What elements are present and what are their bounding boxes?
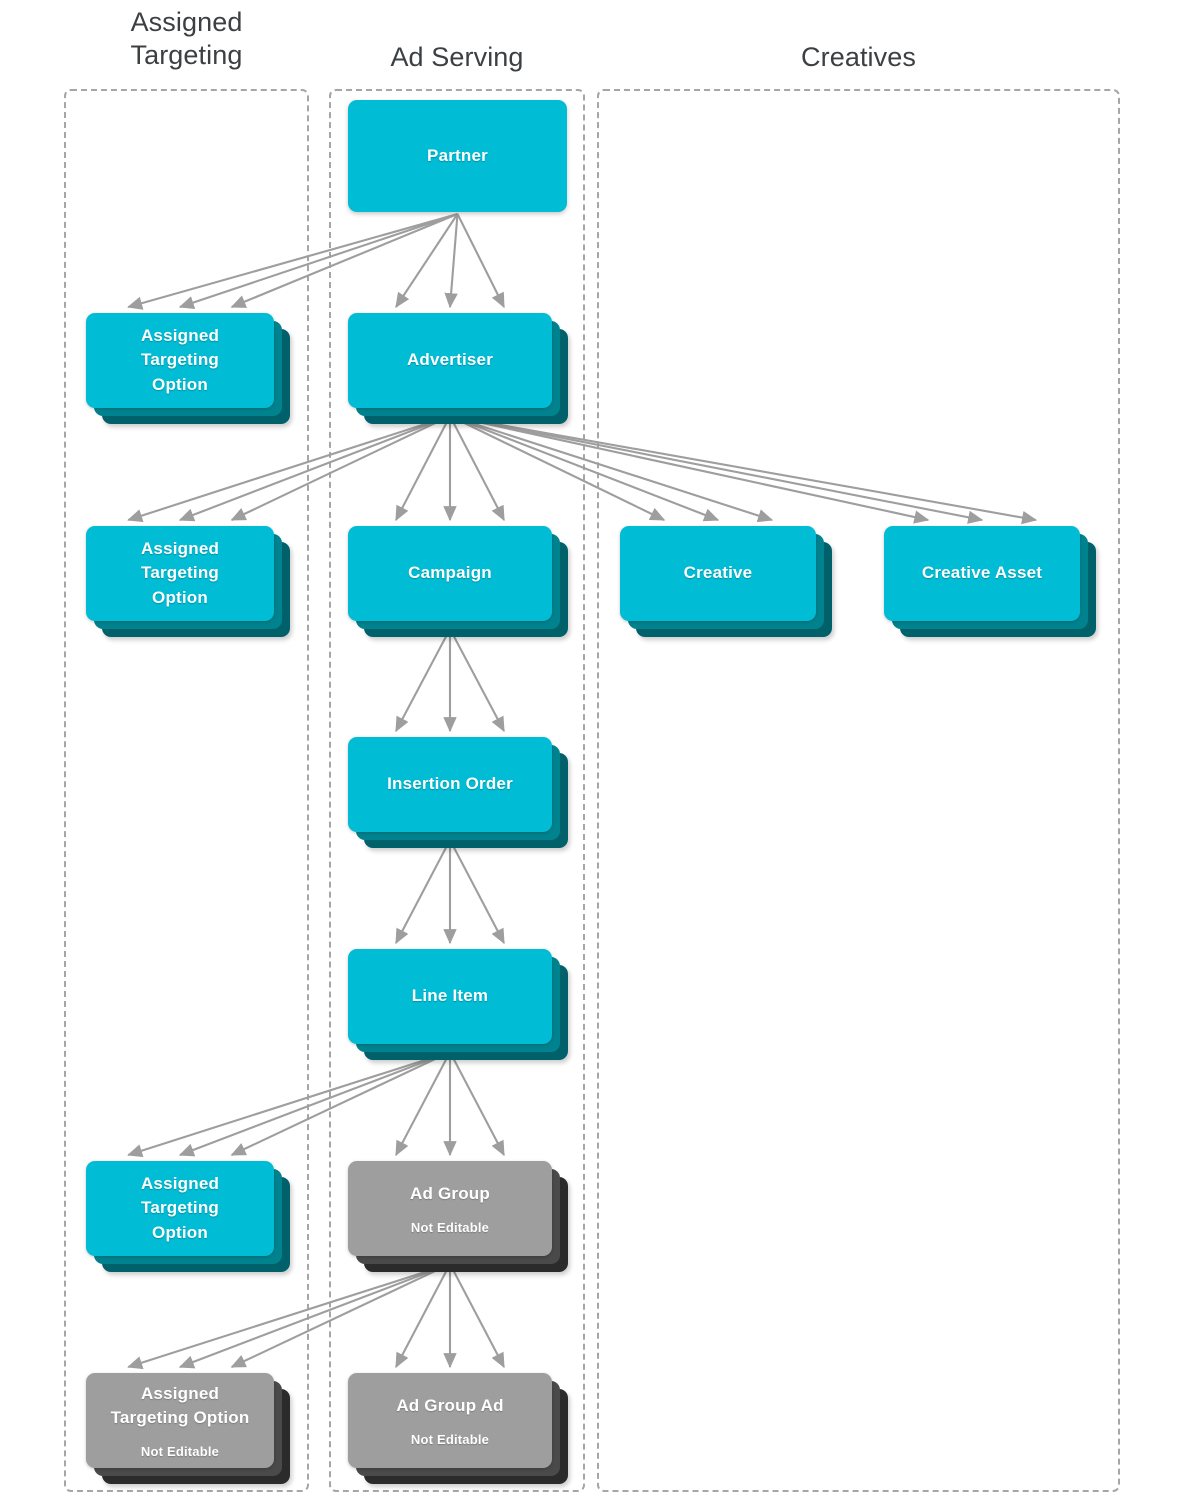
- edge-ad-group-to-ad-group-ad: [395, 1263, 451, 1369]
- node-creative-asset[interactable]: Creative Asset: [884, 526, 1096, 637]
- edge-advertiser-to-ato-advertiser: [178, 415, 451, 522]
- node-layer-front: [348, 313, 552, 408]
- node-label-wrap: Creative Asset: [884, 526, 1080, 621]
- column-title-line-2: Targeting: [130, 39, 243, 70]
- node-layer-front: [348, 1373, 552, 1468]
- node-layer-front: [348, 949, 552, 1044]
- edge-partner-to-ato-partner: [178, 213, 458, 309]
- node-label-wrap: Advertiser: [348, 313, 552, 408]
- edge-insertion-order-to-line-item: [449, 839, 505, 945]
- node-subtitle: Not Editable: [410, 1219, 490, 1235]
- node-title: Ad Group: [410, 1183, 490, 1203]
- edge-ad-group-to-ato-ad-group: [230, 1263, 451, 1368]
- edge-advertiser-to-creative: [449, 415, 720, 522]
- column-title-line-1: Assigned: [130, 7, 243, 37]
- node-layer-front: [348, 737, 552, 832]
- node-layer-front: [348, 526, 552, 621]
- node-insertion-order[interactable]: Insertion Order: [348, 737, 568, 848]
- edge-line-item-to-ato-line-item: [178, 1051, 451, 1157]
- column-frame-creatives: [597, 89, 1120, 1492]
- node-layer-front: [620, 526, 816, 621]
- edge-line-item-to-ato-line-item: [127, 1051, 451, 1158]
- node-creative[interactable]: Creative: [620, 526, 832, 637]
- node-title: Partner: [427, 145, 488, 165]
- edge-partner-to-advertiser: [395, 213, 459, 309]
- node-label-wrap: Line Item: [348, 949, 552, 1044]
- edge-line-item-to-ad-group: [449, 1051, 505, 1157]
- edge-campaign-to-insertion-order: [395, 628, 451, 733]
- edge-advertiser-to-creative-asset: [449, 414, 1038, 525]
- node-layer-front: [884, 526, 1080, 621]
- column-frame-assigned-targeting: [64, 89, 309, 1492]
- edge-line-item-to-ad-group: [395, 1051, 451, 1157]
- edge-advertiser-to-ato-advertiser: [127, 415, 451, 523]
- node-label-wrap: Partner: [348, 100, 567, 212]
- edge-partner-to-advertiser: [456, 213, 505, 309]
- edge-partner-to-ato-partner: [127, 212, 458, 310]
- node-title: Line Item: [411, 986, 489, 1006]
- edge-advertiser-to-creative: [449, 415, 774, 523]
- node-layer-front: [86, 1161, 274, 1256]
- node-title: Advertiser: [406, 350, 494, 370]
- edge-partner-to-advertiser: [444, 213, 459, 309]
- edge-insertion-order-to-line-item: [395, 839, 451, 945]
- node-subtitle: Not Editable: [140, 1443, 220, 1459]
- edge-ad-group-to-ad-group-ad: [449, 1263, 505, 1369]
- edge-advertiser-to-creative: [449, 415, 666, 521]
- node-layer-front: [86, 313, 274, 408]
- node-label-wrap: Insertion Order: [348, 737, 552, 832]
- node-subtitle: Not Editable: [410, 1431, 490, 1447]
- node-layer-front: [348, 1161, 552, 1256]
- node-label-wrap: Ad Group Ad Not Editable: [348, 1373, 552, 1468]
- column-title-line-1: Ad Serving: [390, 42, 524, 72]
- node-title: Campaign: [408, 563, 492, 583]
- edge-advertiser-to-campaign: [395, 415, 451, 522]
- node-campaign[interactable]: Campaign: [348, 526, 568, 637]
- node-advertiser[interactable]: Advertiser: [348, 313, 568, 424]
- node-partner[interactable]: Partner: [348, 100, 567, 212]
- node-title: Creative: [683, 563, 753, 583]
- column-title-ad-serving: Ad Serving: [329, 41, 585, 74]
- edge-advertiser-to-creative-asset: [449, 414, 984, 524]
- column-frame-ad-serving: [329, 89, 585, 1492]
- node-title: Ad Group Ad: [396, 1395, 504, 1415]
- edge-line-item-to-ato-line-item: [230, 1051, 451, 1156]
- node-layer-front: [86, 1373, 274, 1468]
- node-line-item[interactable]: Line Item: [348, 949, 568, 1060]
- edge-advertiser-to-creative-asset: [449, 414, 930, 524]
- node-layer-front: [86, 526, 274, 621]
- edge-partner-to-ato-partner: [230, 213, 458, 308]
- column-title-line-1: Creatives: [801, 42, 916, 72]
- edge-advertiser-to-ato-advertiser: [230, 415, 451, 521]
- node-label-wrap: Campaign: [348, 526, 552, 621]
- node-title: Insertion Order: [387, 774, 513, 794]
- edge-ad-group-to-ato-ad-group: [178, 1263, 451, 1369]
- node-ad-group-ad[interactable]: Ad Group Ad Not Editable: [348, 1373, 568, 1484]
- edge-ad-group-to-ato-ad-group: [127, 1263, 451, 1370]
- node-title: Creative Asset: [921, 563, 1043, 583]
- node-label-wrap: Creative: [620, 526, 816, 621]
- column-title-creatives: Creatives: [597, 41, 1120, 74]
- edge-campaign-to-insertion-order: [449, 628, 505, 733]
- edge-advertiser-to-campaign: [449, 415, 505, 522]
- column-title-assigned-targeting: Assigned Targeting: [64, 6, 309, 72]
- node-layer-front: [348, 100, 567, 212]
